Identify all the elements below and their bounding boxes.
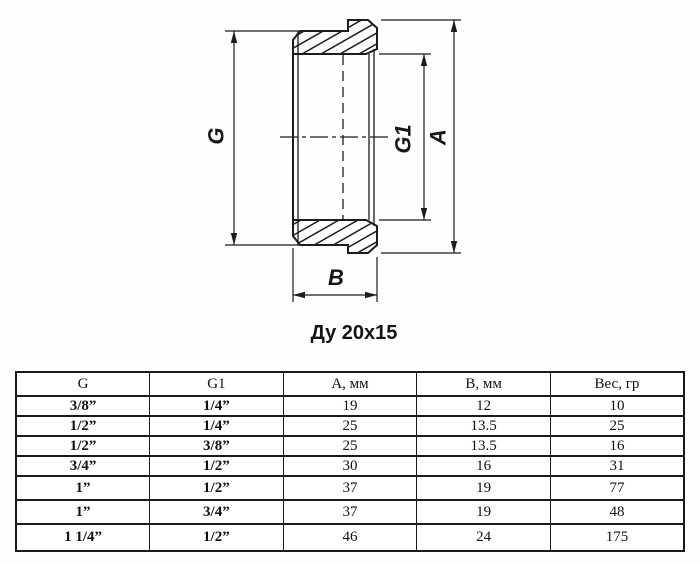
cell-a: 37	[282, 499, 418, 525]
table-row: 1” 1/2” 37 19 77	[15, 475, 685, 501]
cell-g1: 3/4”	[149, 499, 284, 525]
cell-g1: 1/4”	[149, 415, 284, 437]
table-row: 1/2” 1/4” 25 13.5 25	[15, 415, 685, 437]
cell-weight: 77	[549, 475, 685, 501]
dim-label-g1: G1	[391, 124, 416, 153]
cell-a: 19	[282, 395, 418, 417]
cell-g: 1”	[15, 475, 151, 501]
cell-g1: 1/2”	[149, 475, 284, 501]
cell-weight: 10	[549, 395, 685, 417]
cell-a: 37	[282, 475, 418, 501]
cell-g: 1/2”	[15, 415, 151, 437]
col-header-b-mm: В, мм	[416, 371, 551, 397]
cell-weight: 48	[549, 499, 685, 525]
table-row: 1” 3/4” 37 19 48	[15, 499, 685, 525]
dimension-a: A	[381, 19, 461, 254]
spec-table: G G1 А, мм В, мм Вес, гр 3/8” 1/4” 19 12…	[15, 371, 685, 552]
cell-weight: 175	[549, 523, 685, 552]
cell-g1: 1/2”	[149, 455, 284, 477]
centerlines	[280, 55, 392, 219]
dimension-b: B	[292, 248, 378, 302]
table-row: 1/2” 3/8” 25 13.5 16	[15, 435, 685, 457]
cell-b: 13.5	[416, 415, 551, 437]
cell-b: 24	[416, 523, 551, 552]
col-header-weight: Вес, гр	[549, 371, 685, 397]
dim-label-g: G	[204, 127, 229, 144]
cell-g: 3/4”	[15, 455, 151, 477]
cell-b: 16	[416, 455, 551, 477]
col-header-a-mm: А, мм	[282, 371, 418, 397]
cell-b: 19	[416, 475, 551, 501]
cell-a: 30	[282, 455, 418, 477]
table-row: 1 1/4” 1/2” 46 24 175	[15, 523, 685, 552]
cell-weight: 31	[549, 455, 685, 477]
cell-g: 1”	[15, 499, 151, 525]
dim-label-a: A	[426, 129, 451, 146]
cell-weight: 25	[549, 415, 685, 437]
cell-a: 25	[282, 435, 418, 457]
col-header-g1: G1	[149, 371, 284, 397]
cell-b: 12	[416, 395, 551, 417]
dimension-g: G	[204, 30, 299, 246]
cell-a: 25	[282, 415, 418, 437]
cell-b: 13.5	[416, 435, 551, 457]
spec-table-header: G G1 А, мм В, мм Вес, гр	[15, 371, 685, 397]
table-row: 3/4” 1/2” 30 16 31	[15, 455, 685, 477]
cell-weight: 16	[549, 435, 685, 457]
cell-b: 19	[416, 499, 551, 525]
size-caption: Ду 20х15	[311, 322, 398, 344]
cell-g1: 1/4”	[149, 395, 284, 417]
dim-label-b: B	[328, 265, 344, 290]
table-row: 3/8” 1/4” 19 12 10	[15, 395, 685, 417]
cell-g: 1 1/4”	[15, 523, 151, 552]
cell-g: 3/8”	[15, 395, 151, 417]
part-outline	[292, 19, 378, 254]
cell-a: 46	[282, 523, 418, 552]
cell-g1: 1/2”	[149, 523, 284, 552]
cell-g1: 3/8”	[149, 435, 284, 457]
dimension-g1: G1	[379, 53, 431, 221]
header-row: G G1 А, мм В, мм Вес, гр	[15, 371, 685, 397]
col-header-g: G	[15, 371, 151, 397]
cell-g: 1/2”	[15, 435, 151, 457]
